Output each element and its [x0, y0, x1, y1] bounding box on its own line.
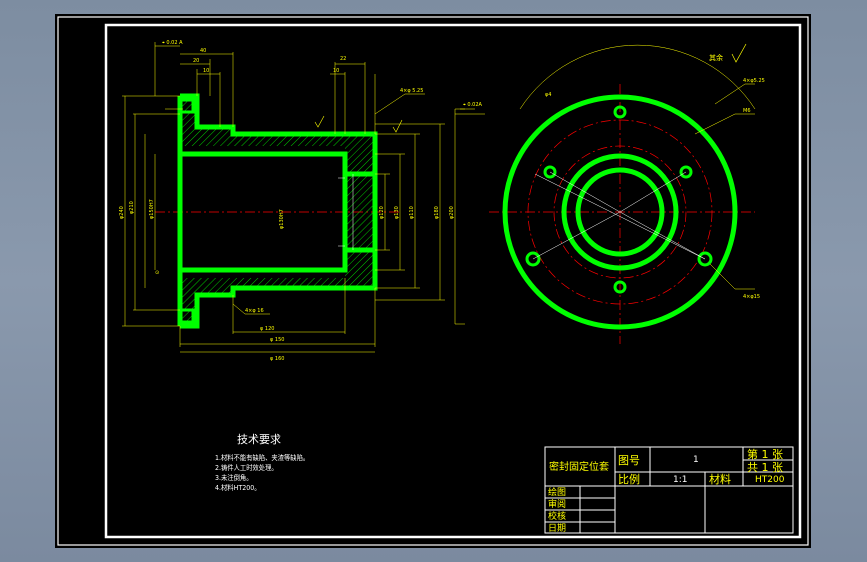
section-view: ⌖ 0.02 A 40 20 10 22 10 4×φ 5.25 ⌖ 0.02A… — [119, 40, 485, 362]
svg-text:φ4: φ4 — [545, 92, 551, 98]
svg-text:φ 160: φ 160 — [270, 356, 284, 362]
svg-text:4×φ15: 4×φ15 — [743, 294, 760, 300]
notes-title: 技术要求 — [237, 433, 281, 446]
part-name: 密封固定位套 — [549, 462, 609, 473]
note-item: 4.材料HT200。 — [215, 484, 261, 492]
technical-notes: 技术要求 1.材料不能有缺陷、夹渣等缺陷。 2.铸件人工时效处理。 3.未注倒角… — [215, 431, 320, 493]
svg-text:⊙: ⊙ — [155, 270, 159, 276]
svg-text:φ110: φ110 — [409, 206, 415, 219]
drawing-viewport[interactable]: ⌖ 0.02 A 40 20 10 22 10 4×φ 5.25 ⌖ 0.02A… — [55, 14, 811, 548]
hub-outer-circle — [561, 153, 679, 271]
svg-text:4×φ5.25: 4×φ5.25 — [743, 78, 765, 84]
upper-wall-hatch — [180, 96, 375, 146]
material-label: 材料 — [709, 473, 731, 486]
svg-text:22: 22 — [340, 56, 346, 62]
right-end-hatch — [345, 146, 375, 278]
svg-text:⌖ 0.02A: ⌖ 0.02A — [463, 102, 483, 108]
end-view: 4×φ5.25 M6 4×φ15 φ4 — [489, 43, 765, 344]
svg-text:φ130H7: φ130H7 — [279, 209, 285, 229]
bore — [180, 151, 378, 273]
total-label: 共 1 张 — [747, 461, 783, 474]
svg-text:φ200: φ200 — [449, 206, 455, 219]
svg-text:φ 150: φ 150 — [270, 337, 284, 343]
row-label: 绘图 — [548, 488, 567, 498]
title-block — [544, 446, 794, 534]
outer-border — [57, 16, 809, 546]
drawing-canvas: ⌖ 0.02 A 40 20 10 22 10 4×φ 5.25 ⌖ 0.02A… — [57, 16, 809, 546]
svg-text:φ150H7: φ150H7 — [149, 199, 155, 219]
svg-text:φ210: φ210 — [129, 201, 135, 214]
row-label: 校核 — [548, 512, 567, 522]
scale-label: 比例 — [618, 473, 640, 486]
svg-text:4×φ 16: 4×φ 16 — [245, 308, 264, 314]
svg-text:φ180: φ180 — [434, 206, 440, 219]
svg-text:M6: M6 — [743, 108, 751, 114]
drawing-no-label: 图号 — [618, 454, 640, 467]
bore-circle — [575, 167, 665, 257]
svg-text:10: 10 — [203, 68, 209, 74]
note-item: 2.铸件人工时效处理。 — [215, 464, 278, 472]
roughness-label: 其余 — [709, 54, 723, 62]
inner-border — [104, 23, 802, 539]
lower-wall-hatch — [180, 278, 375, 326]
svg-text:20: 20 — [193, 58, 199, 64]
note-item: 1.材料不能有缺陷、夹渣等缺陷。 — [215, 454, 310, 462]
drawing-no-value: 1 — [693, 455, 699, 465]
outer-flange-circle — [502, 94, 738, 330]
svg-text:4×φ 5.25: 4×φ 5.25 — [400, 88, 423, 94]
svg-text:10: 10 — [333, 68, 339, 74]
material-value: HT200 — [755, 475, 785, 485]
svg-text:φ240: φ240 — [119, 206, 125, 219]
sheet-label: 第 1 张 — [747, 448, 783, 461]
svg-text:⌖ 0.02 A: ⌖ 0.02 A — [162, 40, 183, 46]
svg-text:40: 40 — [200, 48, 206, 54]
scale-value: 1:1 — [673, 475, 688, 485]
svg-text:φ120: φ120 — [379, 206, 385, 219]
svg-text:φ130: φ130 — [394, 206, 400, 219]
note-item: 3.未注倒角。 — [215, 474, 253, 482]
svg-text:φ 120: φ 120 — [260, 326, 274, 332]
row-label: 日期 — [548, 524, 567, 534]
row-label: 审阅 — [548, 500, 567, 510]
